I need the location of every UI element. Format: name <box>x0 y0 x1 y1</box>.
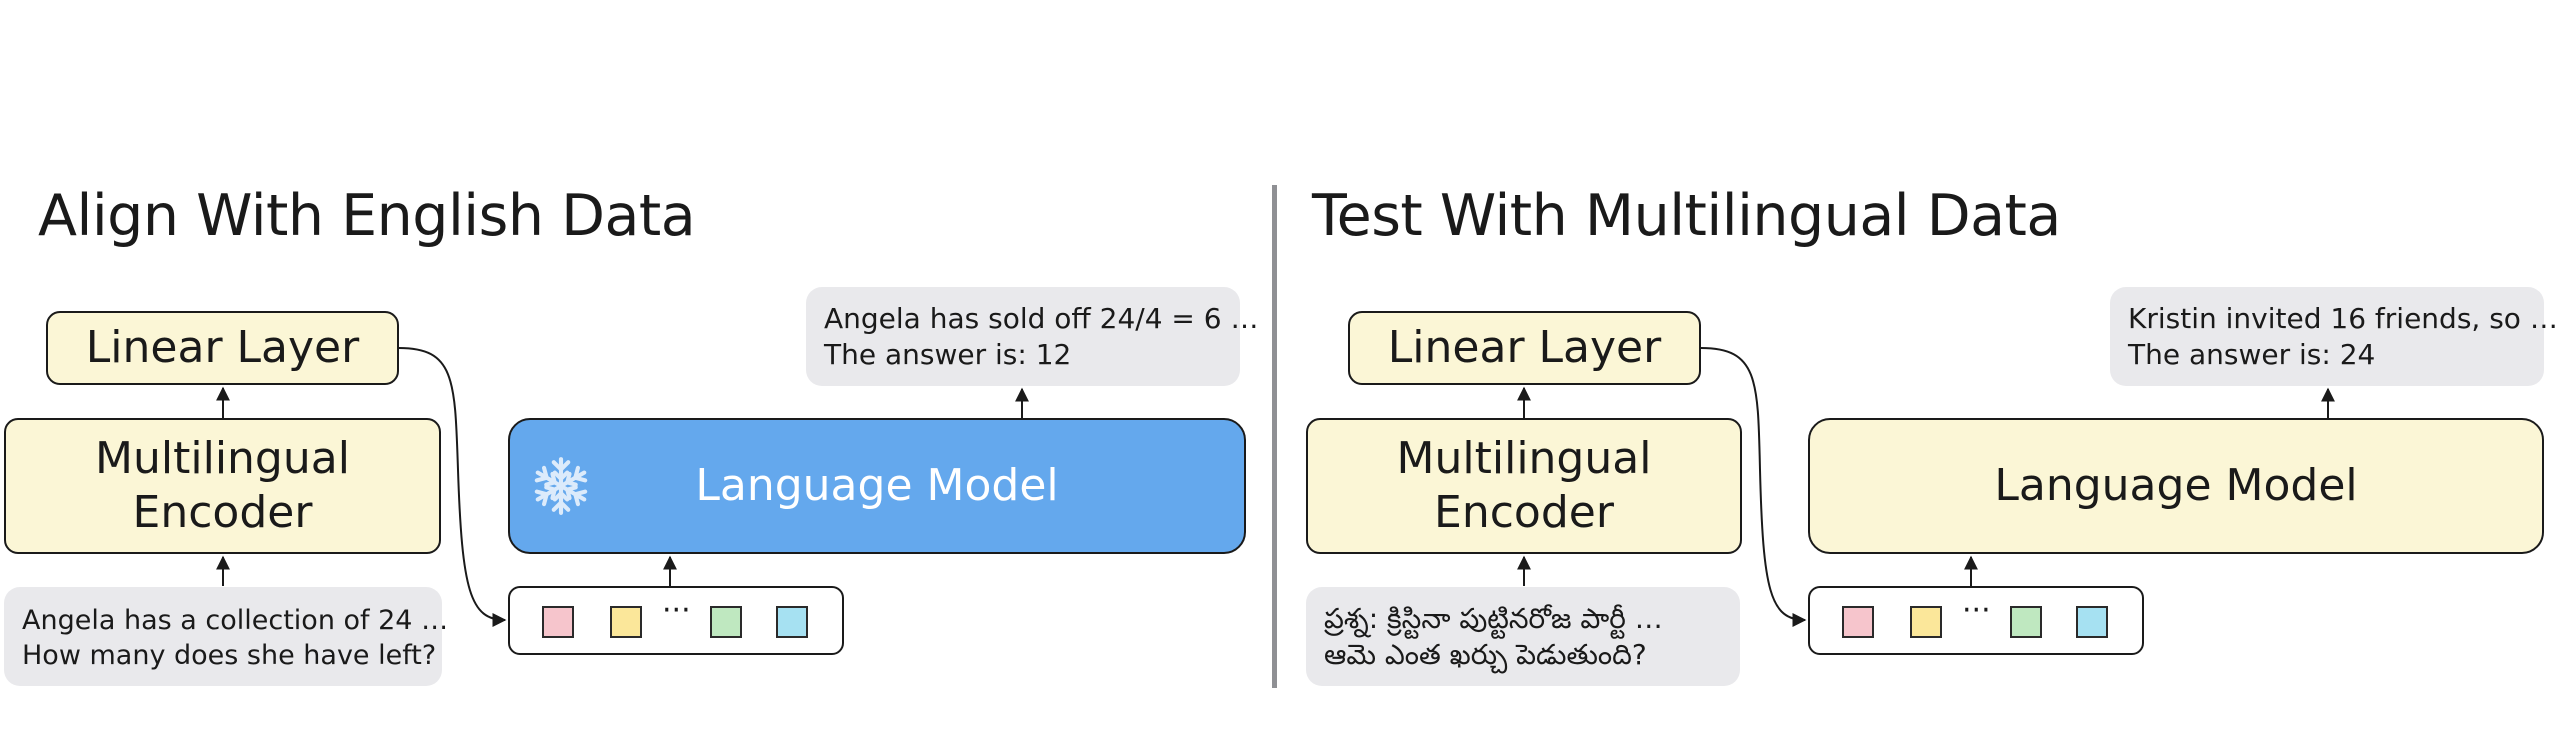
right-language-model-label: Language Model <box>1994 460 2358 512</box>
left-linear-layer: Linear Layer <box>46 311 399 385</box>
left-token-3 <box>710 606 742 638</box>
arrow-right-linear-to-tokens <box>1700 347 1807 627</box>
left-language-model-label: Language Model <box>695 460 1059 512</box>
left-token-1 <box>542 606 574 638</box>
right-token-1 <box>1842 606 1874 638</box>
left-encoder-label-line1: Multilingual <box>95 433 350 485</box>
left-linear-layer-label: Linear Layer <box>85 322 360 374</box>
right-output-line2: The answer is: 24 <box>2128 338 2376 372</box>
right-linear-layer-label: Linear Layer <box>1387 322 1662 374</box>
right-token-2 <box>1910 606 1942 638</box>
left-input-line1: Angela has a collection of 24 … <box>22 605 449 636</box>
right-encoder-label-line1: Multilingual <box>1396 433 1652 485</box>
panel-divider <box>1272 185 1277 688</box>
right-language-model: Language Model <box>1808 418 2544 554</box>
right-token-ellipsis: ··· <box>1962 593 1991 628</box>
right-token-3 <box>2010 606 2042 638</box>
right-encoder-label-line2: Encoder <box>1434 487 1614 538</box>
left-language-model-frozen: Language Model <box>508 418 1246 554</box>
left-panel-title: Align With English Data <box>38 183 696 249</box>
right-output-bubble: Kristin invited 16 friends, so … The ans… <box>2110 287 2558 386</box>
right-input-line1: ప్రశ్న: క్రిస్టినా పుట్టినరోజ పార్టీ … <box>1324 602 1663 635</box>
right-token-4 <box>2076 606 2108 638</box>
right-input-bubble: ప్రశ్న: క్రిస్టినా పుట్టినరోజ పార్టీ … ఆ… <box>1306 587 1740 686</box>
left-token-2 <box>610 606 642 638</box>
left-output-line2: The answer is: 12 <box>824 338 1072 372</box>
left-encoder-label-line2: Encoder <box>132 487 313 538</box>
snowflake-icon <box>530 457 592 517</box>
right-token-sequence: ··· <box>1808 586 2144 655</box>
left-multilingual-encoder: Multilingual Encoder <box>4 418 441 554</box>
left-input-line2: How many does she have left? <box>22 640 437 672</box>
left-token-sequence: ··· <box>508 586 844 655</box>
arrow-left-linear-to-tokens <box>398 347 507 627</box>
right-multilingual-encoder: Multilingual Encoder <box>1306 418 1742 554</box>
left-output-line1: Angela has sold off 24/4 = 6 … <box>824 302 1259 335</box>
left-output-bubble: Angela has sold off 24/4 = 6 … The answe… <box>806 287 1259 386</box>
right-input-line2: ఆమె ఎంత ఖర్చు పెడుతుంది? <box>1324 638 1647 672</box>
left-input-bubble: Angela has a collection of 24 … How many… <box>4 587 449 686</box>
left-token-ellipsis: ··· <box>662 593 691 628</box>
right-panel-title: Test With Multilingual Data <box>1312 183 2061 249</box>
left-token-4 <box>776 606 808 638</box>
right-linear-layer: Linear Layer <box>1348 311 1701 385</box>
right-output-line1: Kristin invited 16 friends, so … <box>2128 302 2558 335</box>
